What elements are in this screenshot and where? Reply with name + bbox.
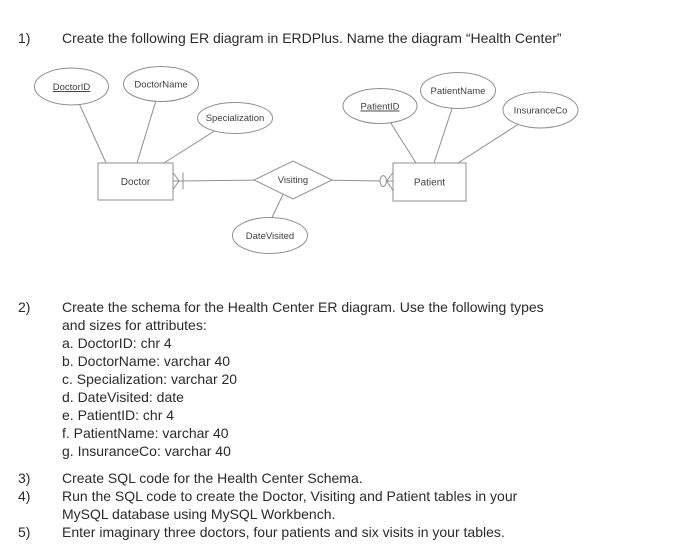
entity-label-patient: Patient bbox=[414, 178, 445, 189]
attribute-label-datevisited: DateVisited bbox=[246, 231, 294, 242]
question-5-number: 5) bbox=[18, 524, 31, 540]
attribute-label-patientid: PatientID bbox=[360, 102, 399, 113]
attribute-type-item-g: g. InsuranceCo: varchar 40 bbox=[62, 443, 231, 459]
question-5: 5) Enter imaginary three doctors, four pa… bbox=[18, 523, 505, 541]
question-2: 2) Create the schema for the Health Cente… bbox=[18, 298, 544, 316]
attribute-type-item-f: f. PatientName: varchar 40 bbox=[62, 425, 229, 441]
attribute-type-item-a: a. DoctorID: chr 4 bbox=[62, 335, 172, 351]
relationship-label-visiting: Visiting bbox=[278, 175, 308, 186]
question-3-text: Create SQL code for the Health Center Sc… bbox=[62, 470, 363, 486]
question-1: 1) Create the following ER diagram in ERD… bbox=[18, 29, 562, 47]
attribute-label-patientname: PatientName bbox=[431, 86, 486, 97]
er-diagram: DoctorID DoctorName Specialization DateV… bbox=[34, 66, 579, 254]
attribute-label-doctorid: DoctorID bbox=[53, 82, 91, 93]
question-4-text-line2: MySQL database using MySQL Workbench. bbox=[62, 506, 336, 522]
circle-crows-foot-icon bbox=[379, 172, 394, 191]
question-2-number: 2) bbox=[18, 299, 31, 315]
attribute-label-insuranceco: InsuranceCo bbox=[514, 106, 568, 117]
attribute-type-item-b: b. DoctorName: varchar 40 bbox=[62, 353, 231, 369]
entity-patient-box bbox=[392, 162, 467, 202]
question-4-text-line1: Run the SQL code to create the Doctor, V… bbox=[62, 488, 518, 504]
attribute-ellipse-datevisited bbox=[232, 217, 308, 254]
relationship-visiting-diamond bbox=[252, 160, 334, 200]
question-2-text-line2: and sizes for attributes: bbox=[62, 317, 207, 333]
attribute-label-doctorname: DoctorName bbox=[134, 80, 187, 91]
attribute-type-item-c: c. Specialization: varchar 20 bbox=[62, 371, 238, 387]
entity-label-doctor: Doctor bbox=[121, 177, 151, 188]
question-3-number: 3) bbox=[18, 470, 31, 486]
attribute-label-specialization: Specialization bbox=[206, 113, 265, 124]
question-4: 4) Run the SQL code to create the Doctor,… bbox=[18, 487, 517, 505]
attribute-type-item-d: d. DateVisited: date bbox=[62, 389, 184, 405]
question-2-text-line1: Create the schema for the Health Center … bbox=[62, 299, 544, 315]
attribute-ellipse-insuranceco bbox=[502, 91, 579, 129]
attribute-ellipse-doctorname bbox=[123, 66, 199, 102]
question-5-text: Enter imaginary three doctors, four pati… bbox=[62, 524, 505, 540]
attribute-ellipse-specialization bbox=[197, 102, 273, 134]
attribute-ellipse-patientid bbox=[342, 88, 418, 124]
attribute-ellipse-doctorid bbox=[34, 67, 109, 106]
crows-foot-bar-icon bbox=[172, 172, 184, 190]
question-1-number: 1) bbox=[18, 30, 31, 46]
question-4-number: 4) bbox=[18, 488, 31, 504]
question-1-text: Create the following ER diagram in ERDPl… bbox=[62, 30, 562, 46]
question-3: 3) Create SQL code for the Health Center … bbox=[18, 469, 363, 487]
attribute-ellipse-patientname bbox=[420, 72, 496, 109]
attribute-type-item-e: e. PatientID: chr 4 bbox=[62, 407, 175, 423]
entity-doctor-box bbox=[97, 162, 174, 201]
